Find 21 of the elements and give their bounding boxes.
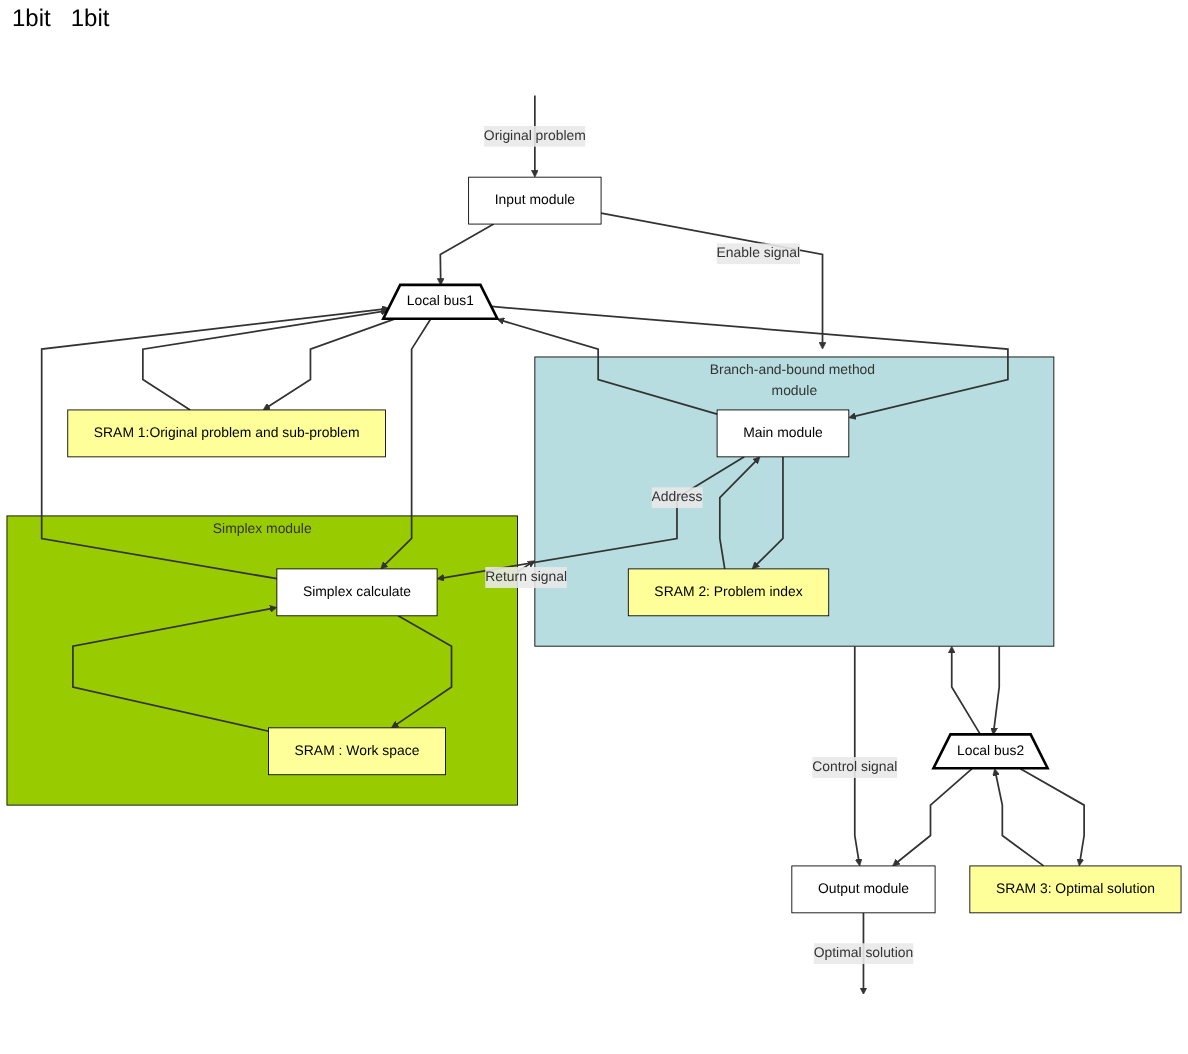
arrow [72, 605, 278, 733]
arrow [142, 307, 389, 411]
arrow [718, 456, 761, 570]
arrow [262, 318, 396, 411]
arrow [600, 212, 827, 350]
arrow [990, 645, 1001, 736]
bit-width-label: 1bit [70, 4, 110, 32]
arrow [40, 305, 390, 580]
arrow [490, 305, 1009, 420]
arrow [751, 455, 784, 570]
arrow [496, 317, 718, 416]
arrow [436, 455, 746, 582]
arrow [947, 645, 982, 736]
arrow [391, 614, 453, 729]
arrow [380, 318, 432, 570]
arrow [992, 768, 1045, 867]
arrow [1019, 767, 1085, 867]
bit-width-label: 1bit [12, 4, 51, 32]
arrow [436, 223, 495, 286]
arrow [853, 645, 863, 867]
arrow [892, 767, 973, 867]
